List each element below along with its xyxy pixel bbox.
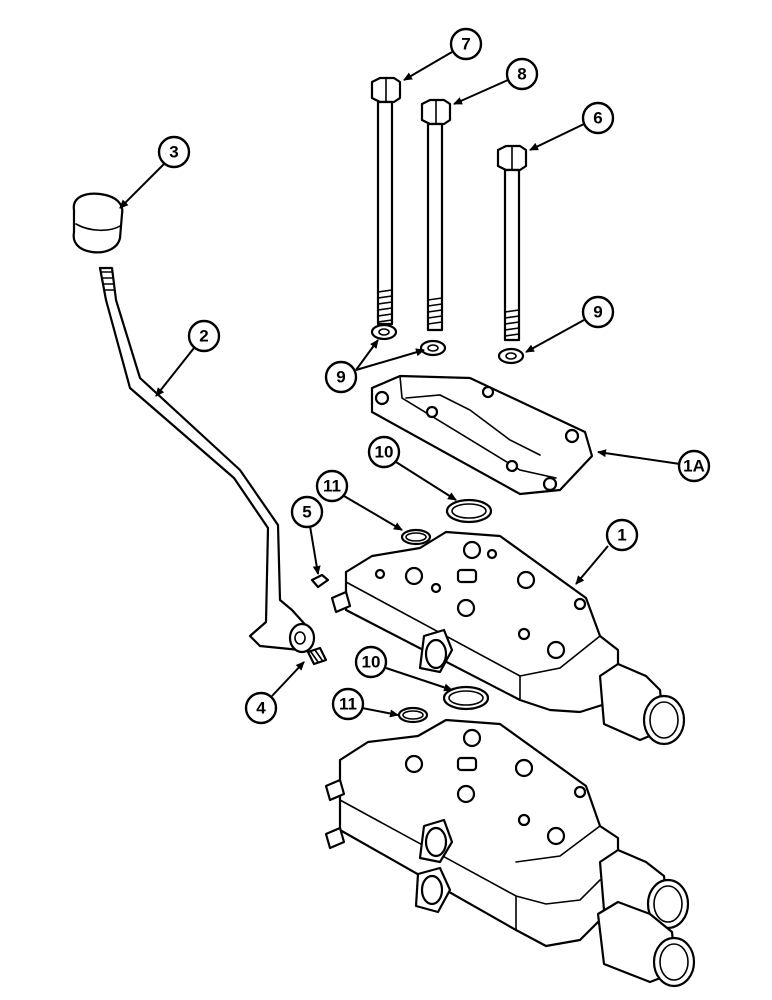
callout-6: 6 [581, 101, 615, 135]
callout-10: 10 [367, 435, 401, 469]
svg-text:10: 10 [362, 653, 381, 672]
callout-4: 4 [244, 691, 278, 725]
callout-9: 9 [324, 360, 358, 394]
lock-washer [497, 347, 525, 365]
svg-text:4: 4 [256, 699, 266, 718]
leader-lines [119, 51, 681, 718]
svg-text:5: 5 [302, 503, 311, 522]
callout-5: 5 [290, 495, 324, 529]
callout-11: 11 [331, 687, 365, 721]
cover-plate [370, 374, 594, 496]
callout-9: 9 [581, 295, 615, 329]
callout-10: 10 [354, 645, 388, 679]
bolt-6 [496, 144, 528, 342]
svg-text:11: 11 [323, 477, 341, 496]
pin [310, 573, 330, 589]
valve-section-lower [324, 718, 696, 988]
svg-text:1A: 1A [683, 457, 705, 476]
callout-1a: 1A [677, 449, 711, 483]
svg-text:6: 6 [593, 109, 602, 128]
svg-text:2: 2 [199, 327, 208, 346]
lock-washer [419, 339, 447, 357]
o-ring-large [442, 685, 490, 711]
bolt-8 [420, 98, 452, 332]
valve-section-upper [330, 530, 686, 746]
svg-text:3: 3 [169, 143, 178, 162]
callout-3: 3 [157, 135, 191, 169]
control-lever [98, 266, 316, 654]
o-ring-small [397, 706, 429, 724]
callout-11: 11 [315, 469, 349, 503]
callout-2: 2 [187, 319, 221, 353]
callout-1: 1 [605, 518, 639, 552]
svg-text:1: 1 [617, 526, 626, 545]
set-screw [306, 646, 328, 666]
o-ring-small [400, 528, 432, 546]
svg-text:9: 9 [336, 368, 345, 387]
o-ring-large [445, 498, 493, 524]
lock-washer [370, 323, 398, 341]
svg-text:7: 7 [461, 35, 470, 54]
bolt-7 [370, 76, 402, 326]
lever-knob [72, 192, 124, 254]
svg-text:11: 11 [339, 695, 357, 714]
callout-8: 8 [505, 57, 539, 91]
svg-text:8: 8 [517, 65, 526, 84]
callout-7: 7 [449, 27, 483, 61]
svg-text:9: 9 [593, 303, 602, 322]
svg-text:10: 10 [375, 443, 394, 462]
